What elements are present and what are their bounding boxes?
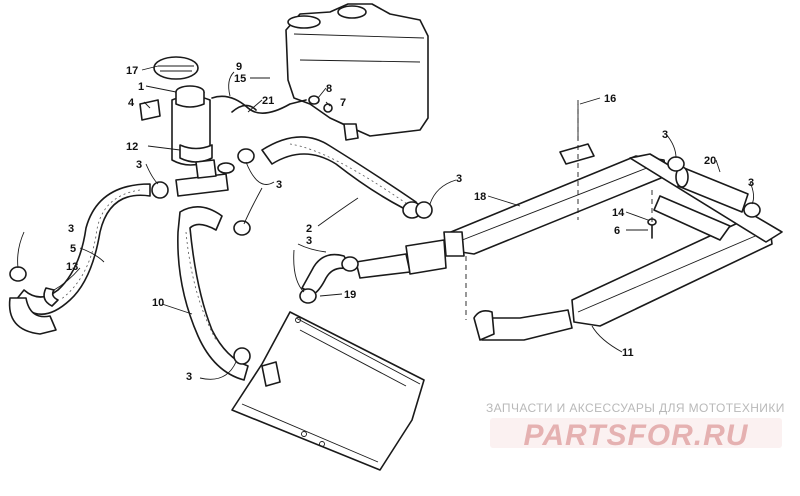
callout-3a: 3: [136, 159, 142, 171]
callout-16: 16: [604, 93, 616, 105]
callout-21: 21: [262, 95, 274, 107]
callout-labels: 17 9 15 1 4 21 8 7 12 3 3 2 16 3 18 20 3…: [66, 61, 754, 383]
assembly-lines: [465, 100, 653, 320]
callout-12: 12: [126, 141, 138, 153]
callout-5: 5: [70, 243, 76, 255]
callout-1: 1: [138, 81, 144, 93]
callout-3h: 3: [186, 371, 192, 383]
callout-3b: 3: [276, 179, 282, 191]
radiator: [231, 311, 425, 471]
leader-lines: [17, 65, 755, 380]
callout-14: 14: [612, 207, 625, 219]
watermark-tagline: ЗАПЧАСТИ И АКСЕССУАРЫ ДЛЯ МОТОТЕХНИКИ: [486, 401, 785, 415]
callout-3d: 3: [662, 129, 668, 141]
callout-7: 7: [340, 97, 346, 109]
callout-18: 18: [474, 191, 486, 203]
callout-3f: 3: [306, 235, 312, 247]
callout-2: 2: [306, 223, 312, 235]
tee-fitting: [175, 159, 235, 197]
callout-11: 11: [622, 347, 634, 359]
callout-10: 10: [152, 297, 164, 309]
callout-19: 19: [344, 289, 356, 301]
callout-15: 15: [234, 73, 246, 85]
watermark-logo-text: PARTSFOR.RU: [524, 419, 749, 452]
callout-3g: 3: [68, 223, 74, 235]
filler-neck-assembly: [139, 56, 213, 166]
hose-2: [261, 136, 425, 219]
bracket-16: [559, 104, 595, 165]
heat-exchanger-frame: [405, 153, 783, 341]
callout-6: 6: [614, 225, 620, 237]
hose-19: [301, 253, 411, 295]
callout-8: 8: [326, 83, 332, 95]
vent-hose: [211, 95, 333, 114]
callout-4: 4: [128, 97, 135, 109]
callout-20: 20: [704, 155, 716, 167]
callout-17: 17: [126, 65, 138, 77]
callout-3c: 3: [456, 173, 462, 185]
coolant-tank: [285, 3, 429, 141]
watermark-logo: PARTSFOR.RU: [490, 418, 782, 452]
callout-3e: 3: [748, 177, 754, 189]
callout-9: 9: [236, 61, 242, 73]
hose-10: [177, 206, 249, 381]
hose-5: [8, 183, 151, 335]
callout-13: 13: [66, 261, 78, 273]
